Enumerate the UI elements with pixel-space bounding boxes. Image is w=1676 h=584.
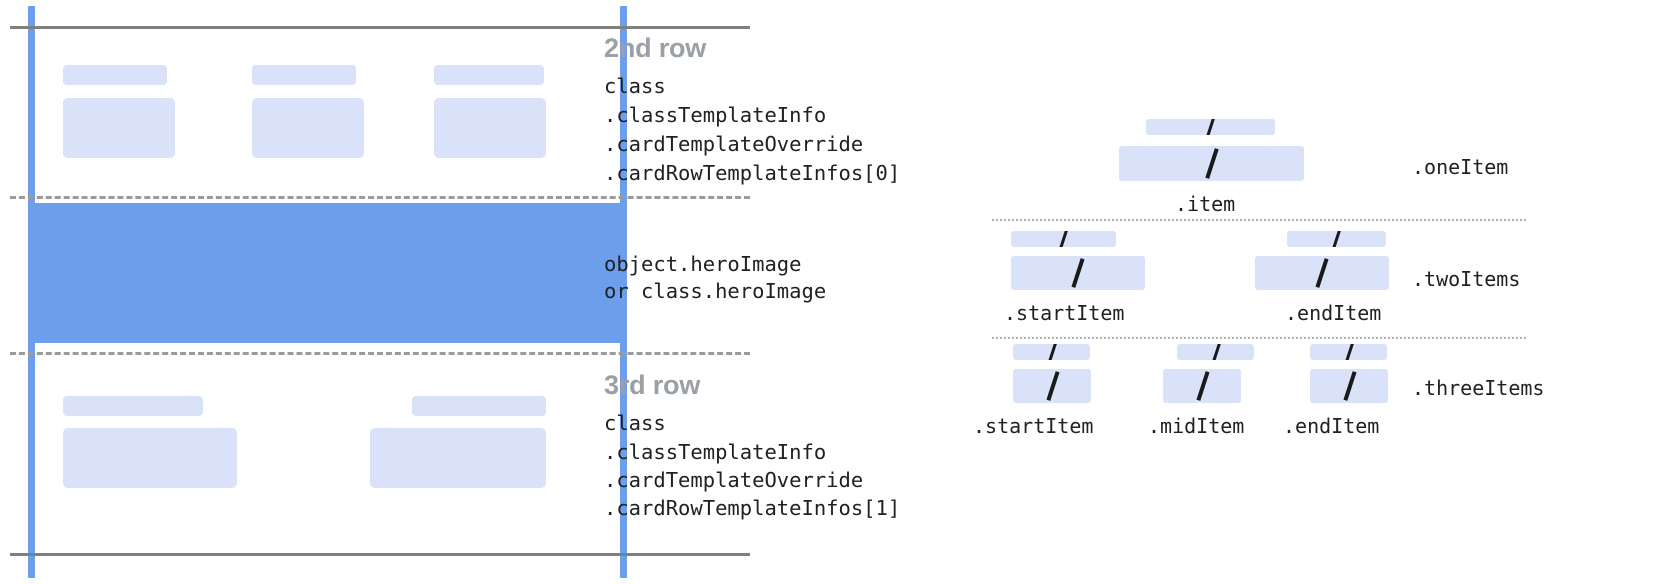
cell-value-chip: [63, 428, 237, 488]
group-separator-two-three: [992, 337, 1526, 339]
one-item-group-label: .oneItem: [1412, 155, 1509, 179]
cell-label-chip: [434, 65, 544, 85]
slash-icon: [1205, 119, 1216, 135]
slot-label-bar: [1011, 231, 1116, 247]
slash-icon: [1315, 258, 1329, 288]
third-row-code-line: .cardRowTemplateInfos[1]: [604, 496, 901, 520]
slash-icon: [1047, 344, 1058, 360]
slot-value-box: [1310, 369, 1388, 403]
hero-image-code-line: or class.heroImage: [604, 279, 827, 303]
two-items-slot-caption: .startItem: [1004, 301, 1125, 325]
three-items-slot-caption: .startItem: [973, 414, 1094, 438]
row-separator-top: [10, 196, 750, 199]
hero-image-code-line: object.heroImage: [604, 252, 802, 276]
cell-value-chip: [434, 98, 546, 158]
three-items-group-label: .threeItems: [1412, 376, 1545, 400]
two-items-slot-caption: .endItem: [1285, 301, 1382, 325]
second-row-code-line: .cardTemplateOverride: [604, 132, 864, 156]
slash-icon: [1058, 231, 1069, 247]
slot-value-box: [1011, 256, 1145, 290]
row-separator-bottom: [10, 352, 750, 355]
second-row-code-line: class: [604, 74, 666, 98]
slot-label-bar: [1177, 344, 1254, 360]
cell-label-chip: [412, 396, 546, 416]
left-guide-line: [28, 6, 35, 578]
slot-value-box: [1013, 369, 1091, 403]
slash-icon: [1046, 371, 1060, 401]
group-separator-one-two: [992, 219, 1526, 221]
card-bottom-rule: [10, 553, 750, 556]
three-items-slot-caption: .midItem: [1148, 414, 1245, 438]
slot-value-box: [1255, 256, 1389, 290]
slot-label-bar: [1013, 344, 1090, 360]
three-items-slot-caption: .endItem: [1283, 414, 1380, 438]
cell-label-chip: [252, 65, 356, 85]
slash-icon: [1331, 231, 1342, 247]
two-items-group-label: .twoItems: [1412, 267, 1521, 291]
cell-value-chip: [252, 98, 364, 158]
cell-value-chip: [63, 98, 175, 158]
slash-icon: [1343, 371, 1357, 401]
second-row-code-line: .cardRowTemplateInfos[0]: [604, 161, 901, 185]
slot-value-box: [1119, 146, 1304, 181]
cell-value-chip: [370, 428, 546, 488]
right-guide-line: [620, 6, 627, 578]
slot-label-bar: [1310, 344, 1387, 360]
one-item-slot-caption: .item: [1175, 192, 1236, 216]
slash-icon: [1211, 344, 1222, 360]
third-row-code-line: .classTemplateInfo: [604, 440, 827, 464]
third-row-code-line: class: [604, 411, 666, 435]
slash-icon: [1344, 344, 1355, 360]
third-row-title: 3rd row: [604, 370, 701, 400]
slot-label-bar: [1146, 119, 1275, 135]
slot-value-box: [1163, 369, 1241, 403]
slash-icon: [1196, 371, 1210, 401]
cell-label-chip: [63, 65, 167, 85]
second-row-code-line: .classTemplateInfo: [604, 103, 827, 127]
card-top-rule: [10, 26, 750, 29]
second-row-title: 2nd row: [604, 33, 707, 63]
slash-icon: [1205, 148, 1219, 179]
hero-image-band: [32, 203, 620, 343]
slash-icon: [1071, 258, 1085, 288]
cell-label-chip: [63, 396, 203, 416]
slot-label-bar: [1287, 231, 1386, 247]
third-row-code-line: .cardTemplateOverride: [604, 468, 864, 492]
